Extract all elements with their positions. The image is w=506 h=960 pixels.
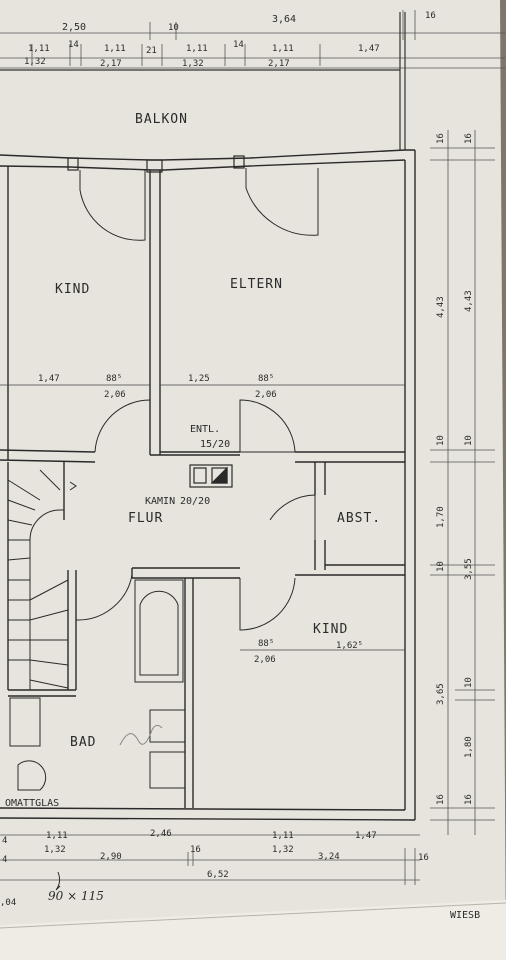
dim-bottom-total: 6,52 <box>207 870 229 880</box>
dim-kindlower-3: 1,62⁵ <box>336 641 363 651</box>
dim-kind-2: 88⁵ <box>106 374 122 384</box>
dim-kind-3: 2,06 <box>104 390 126 400</box>
dim-row-5: 1,11 <box>186 44 208 54</box>
dim-right-a5: 10 <box>436 561 446 572</box>
dim-row-3: 1,11 <box>104 44 126 54</box>
paper-lower-sheet <box>0 900 506 960</box>
annotation-entl: ENTL. <box>190 424 220 435</box>
right-dimension-labels: 16 4,43 10 1,70 10 3,65 16 16 4,43 10 3,… <box>436 133 474 805</box>
wall-pillars <box>67 155 245 173</box>
dim-top-3: 3,64 <box>272 14 296 25</box>
room-label-kind-lower: KIND <box>313 622 348 637</box>
dim-right-a4: 1,70 <box>436 506 446 528</box>
paper-fold <box>0 902 506 929</box>
dim-bottom-left-small: 4 <box>2 855 7 865</box>
dim-bottom-8: 16 <box>190 845 201 855</box>
dim-right-b2: 4,43 <box>464 290 474 312</box>
dim-right-b6: 1,80 <box>464 736 474 758</box>
dim-right-a2: 4,43 <box>436 296 446 318</box>
annotation-window-size: 90 × 115 <box>48 889 104 903</box>
dim-bottom-11: 16 <box>418 853 429 863</box>
dim-row-2: 14 <box>68 40 79 50</box>
dim-right-b1: 16 <box>464 133 474 144</box>
room-label-balkon: BALKON <box>135 112 188 127</box>
inner-dimension-lines <box>0 384 405 651</box>
annotation-window-glass: OMATTGLAS <box>5 798 59 809</box>
dim-eltern-1: 1,25 <box>188 374 210 384</box>
staircase <box>7 469 77 690</box>
dim-sub-4: 2,17 <box>268 59 290 69</box>
pencil-scribble <box>119 724 163 746</box>
dim-top-2: 10 <box>168 23 179 33</box>
dim-row-8: 1,47 <box>358 44 380 54</box>
annotation-kamin: KAMIN <box>145 496 175 507</box>
dim-top-1: 2,50 <box>62 22 86 33</box>
dim-bottom-left-small2: ,04 <box>0 898 16 908</box>
dim-bottom-3: 2,46 <box>150 829 172 839</box>
dim-bottom-2: 1,11 <box>46 831 68 841</box>
dim-right-b4: 3,55 <box>464 558 474 580</box>
dim-eltern-2: 88⁵ <box>258 374 274 384</box>
dim-right-b7: 16 <box>464 794 474 805</box>
dim-row-6: 14 <box>233 40 244 50</box>
dim-right-a3: 10 <box>436 435 446 446</box>
dim-row-7: 1,11 <box>272 44 294 54</box>
dim-kindlower-2: 2,06 <box>254 655 276 665</box>
bathroom-fixtures <box>9 579 186 791</box>
dim-right-a6: 3,65 <box>436 683 446 705</box>
balcony-outline <box>0 12 406 150</box>
dim-bottom-6: 1,32 <box>44 845 66 855</box>
dim-top-4: 16 <box>425 11 436 21</box>
dim-row-4: 21 <box>146 46 157 56</box>
room-label-abst: ABST. <box>337 511 381 526</box>
dim-eltern-3: 2,06 <box>255 390 277 400</box>
dim-bottom-10: 3,24 <box>318 852 340 862</box>
room-label-eltern: ELTERN <box>230 277 283 292</box>
dim-kindlower-1: 88⁵ <box>258 639 274 649</box>
dim-sub-2: 2,17 <box>100 59 122 69</box>
dim-bottom-7: 2,90 <box>100 852 122 862</box>
chimney <box>189 464 233 488</box>
dim-right-b5: 10 <box>464 677 474 688</box>
dim-bottom-9: 1,32 <box>272 845 294 855</box>
room-label-bad: BAD <box>70 735 96 750</box>
dim-bottom-4: 1,11 <box>272 831 294 841</box>
dim-bottom-5: 1,47 <box>355 831 377 841</box>
dim-sub-3: 1,32 <box>182 59 204 69</box>
dim-right-b3: 10 <box>464 435 474 446</box>
annotation-corner: WIESB <box>450 910 480 921</box>
dim-row-1: 1,11 <box>28 44 50 54</box>
bottom-dimension-lines <box>0 834 420 885</box>
dim-sub-1: 1,32 <box>24 57 46 67</box>
dim-right-a1: 16 <box>436 133 446 144</box>
top-dimension-lines <box>0 10 505 69</box>
room-label-kind-left: KIND <box>55 282 90 297</box>
right-dimension-lines <box>430 130 495 835</box>
dim-kind-1: 1,47 <box>38 374 60 384</box>
annotation-kamin-size: 20/20 <box>180 496 210 507</box>
dim-right-a7: 16 <box>436 794 446 805</box>
annotation-entl-size: 15/20 <box>200 439 230 450</box>
dim-bottom-1: 4 <box>2 836 7 846</box>
doors <box>75 168 319 631</box>
pointer-arrow <box>55 871 61 891</box>
room-label-flur: FLUR <box>128 511 163 526</box>
